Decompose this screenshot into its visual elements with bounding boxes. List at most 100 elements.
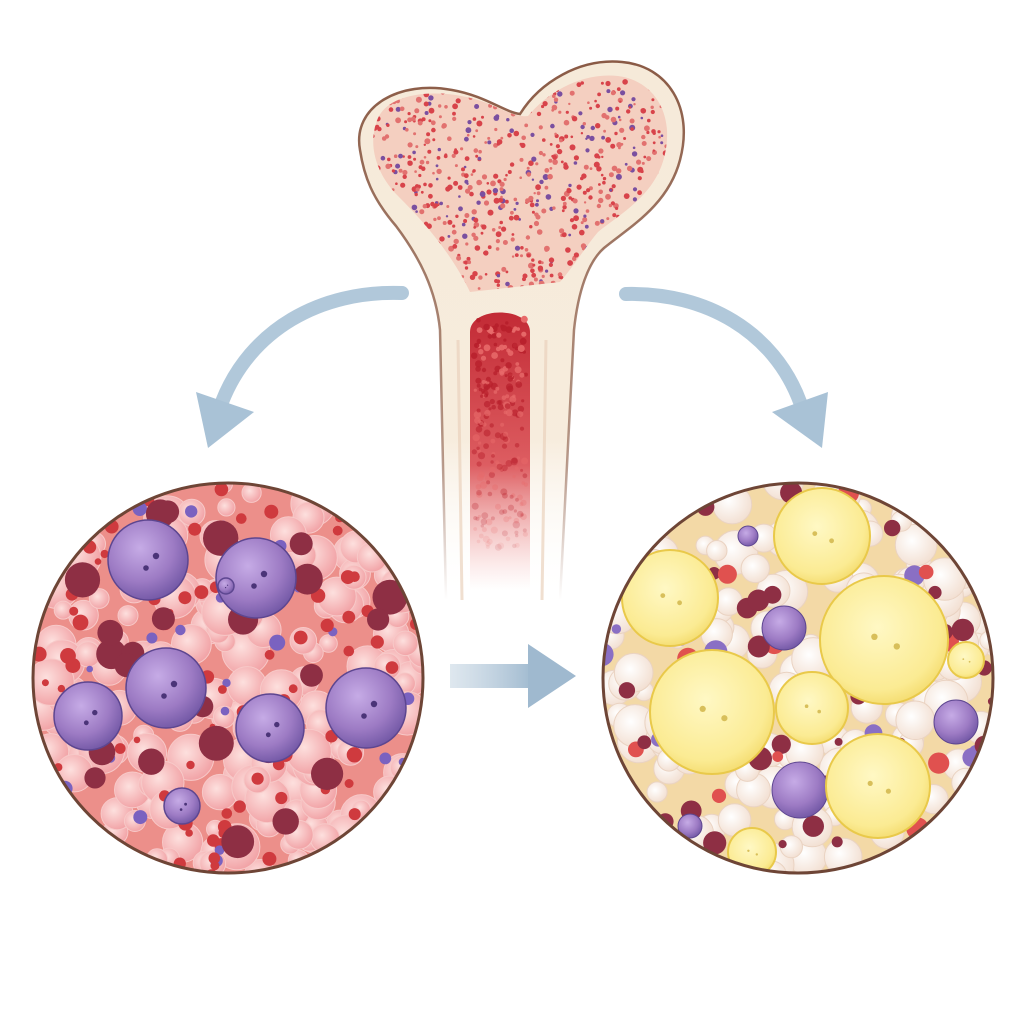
cell [499,370,505,376]
curved-arrow-right-icon [619,286,828,448]
cell [400,263,404,267]
cell [395,238,402,244]
cell [461,222,466,227]
cell [484,273,488,276]
cell [208,852,221,864]
cell [471,352,478,359]
cell [367,608,390,631]
cell [94,558,102,565]
cell [447,235,451,238]
cell [503,97,508,102]
cell [643,243,650,249]
cell [510,237,515,242]
cell [498,226,502,229]
cell [711,788,727,804]
cell [100,549,109,559]
cell [484,93,488,97]
cell [370,635,384,649]
cell [641,280,647,286]
cell [506,118,510,122]
cell [649,649,775,775]
cell [755,853,758,856]
cell [251,583,257,589]
cell [493,390,498,394]
cell [491,404,497,410]
cell [472,81,477,87]
cell [583,164,589,170]
cell [656,264,660,268]
cell [471,449,477,455]
cell [619,262,624,267]
cell [504,403,511,409]
cell [771,761,829,819]
cell [497,404,504,411]
cell [184,802,188,806]
cell [493,143,498,148]
cell [473,342,480,349]
cell [421,117,426,122]
cell [568,196,572,200]
cell [594,153,600,159]
cell [554,132,557,136]
cell [373,252,378,258]
cell [494,543,502,551]
cell [677,600,682,606]
cell [651,98,655,102]
cell [549,143,553,146]
cell [86,665,93,673]
cell [531,156,537,162]
cell [251,772,264,785]
cell [407,112,411,116]
cell [605,267,608,271]
cell [133,810,148,825]
cell [380,83,386,89]
cell [619,256,625,262]
cell [227,584,229,586]
cell [610,254,615,259]
cell [373,134,375,139]
cell [380,155,386,161]
cell [512,80,515,84]
cell [423,143,426,146]
cell [361,713,367,719]
cell [605,137,612,143]
cell [615,241,621,246]
cell [885,788,892,794]
cell [413,157,417,161]
cell [480,388,486,394]
cell [579,229,585,236]
cell [439,201,444,206]
cell [483,323,490,331]
cell [432,138,436,142]
cell [573,215,579,222]
cell [495,247,500,251]
cell [573,155,580,161]
cell [483,83,489,89]
cell [423,285,428,290]
cell [520,499,527,506]
cell [503,344,508,350]
cell [494,432,501,439]
cell [407,250,411,253]
cell [518,92,522,96]
cell [379,269,384,274]
cell [435,177,439,181]
cell [464,266,469,270]
cell [396,78,400,82]
cell [425,160,430,165]
cell [611,184,616,189]
cell [185,829,193,837]
cell [589,293,592,296]
cell [531,178,535,181]
cell [163,787,201,825]
cell [373,94,376,100]
cell [498,466,504,472]
cell [812,531,818,536]
cell [400,277,406,284]
cell [666,191,668,196]
cell [500,422,505,427]
cell [825,733,931,839]
cell [637,243,642,249]
cell [517,345,525,352]
cell [60,648,76,664]
